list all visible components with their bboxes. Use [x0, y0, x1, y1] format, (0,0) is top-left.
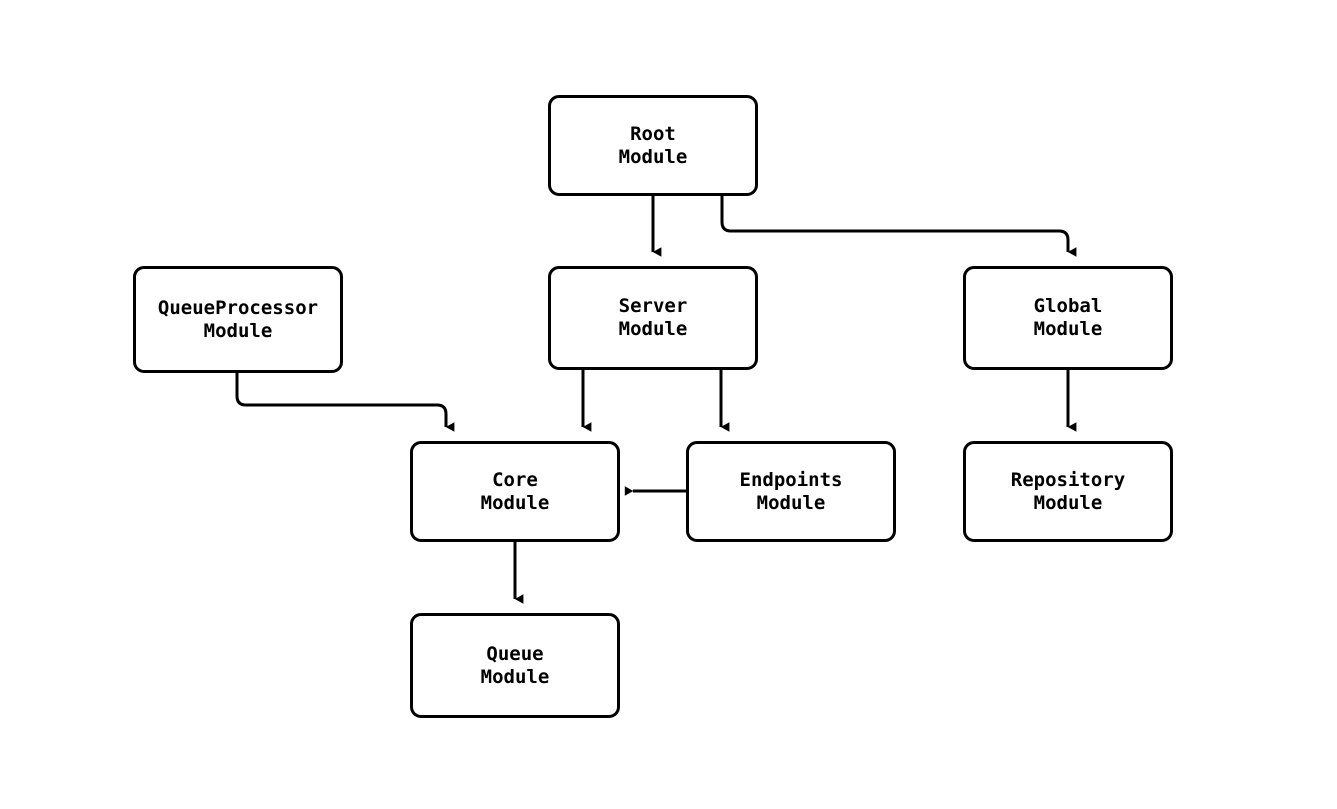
node-title: Endpoints — [739, 468, 843, 491]
node-queue-module[interactable]: Queue Module — [410, 613, 620, 718]
node-subtitle: Module — [480, 665, 550, 688]
node-global-module[interactable]: Global Module — [963, 266, 1173, 370]
node-title: Repository — [1010, 468, 1126, 491]
node-title: Core — [492, 468, 538, 491]
node-subtitle: Module — [480, 491, 550, 514]
node-repository-module[interactable]: Repository Module — [963, 441, 1173, 542]
node-root-module[interactable]: Root Module — [548, 95, 758, 196]
node-subtitle: Module — [1033, 491, 1103, 514]
node-title: QueueProcessor — [157, 296, 319, 319]
node-server-module[interactable]: Server Module — [548, 266, 758, 370]
edge-queueprocessor-to-core — [235, 373, 455, 432]
node-core-module[interactable]: Core Module — [410, 441, 620, 542]
node-subtitle: Module — [203, 319, 273, 342]
edge-root-to-global — [720, 196, 1077, 257]
node-queueprocessor-module[interactable]: QueueProcessor Module — [133, 266, 343, 373]
node-title: Root — [630, 122, 676, 145]
node-title: Queue — [486, 642, 544, 665]
node-endpoints-module[interactable]: Endpoints Module — [686, 441, 896, 542]
node-subtitle: Module — [618, 318, 688, 340]
node-title: Global — [1033, 295, 1103, 317]
node-subtitle: Module — [618, 145, 688, 168]
node-title: Server — [618, 295, 688, 317]
node-subtitle: Module — [756, 491, 826, 514]
node-subtitle: Module — [1033, 318, 1103, 340]
